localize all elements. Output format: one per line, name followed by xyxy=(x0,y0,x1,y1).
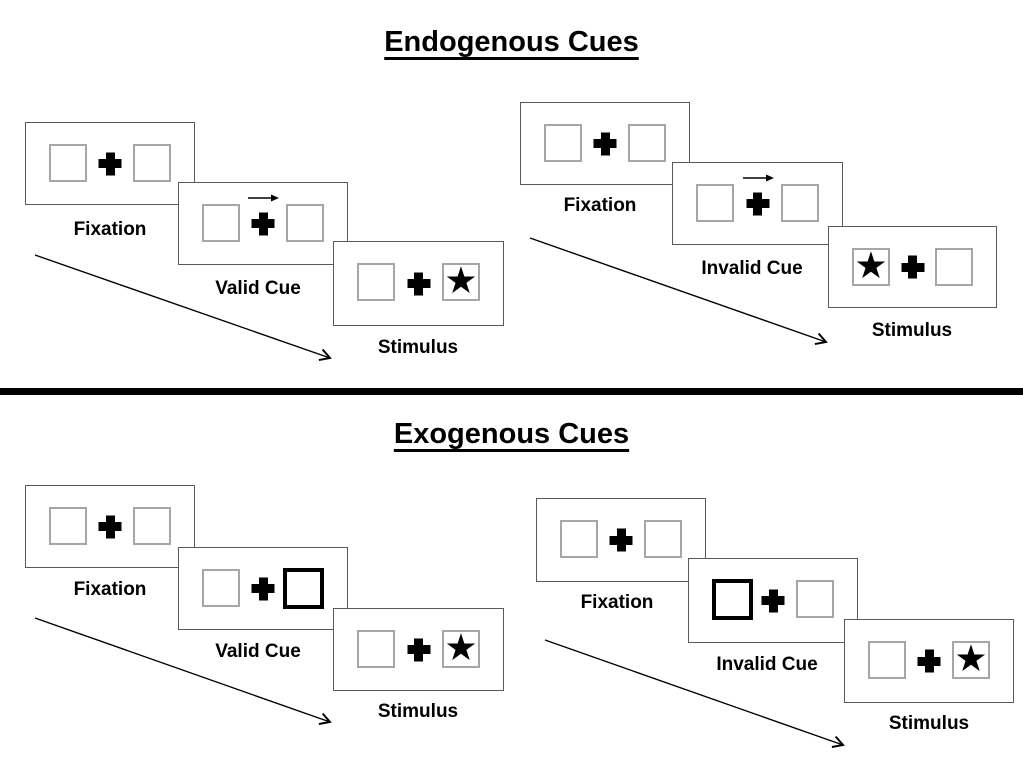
placeholder-box-right xyxy=(133,507,171,545)
step-label-stimulus: Stimulus xyxy=(871,320,953,341)
fixation-cross-icon xyxy=(762,589,785,612)
stimulus-panel: ★ xyxy=(844,619,1014,703)
placeholder-box-left xyxy=(357,263,395,301)
timeline-arrow-icon xyxy=(34,254,332,362)
placeholder-box-right xyxy=(935,248,973,286)
placeholder-box-left xyxy=(357,630,395,668)
peripheral-cue-box xyxy=(712,579,753,620)
placeholder-box-left xyxy=(544,124,582,162)
placeholder-box-left xyxy=(49,507,87,545)
step-label-stimulus: Stimulus xyxy=(377,337,459,358)
stimulus-panel: ★ xyxy=(333,241,504,326)
target-star-box: ★ xyxy=(852,244,890,287)
target-star-box: ★ xyxy=(952,637,990,680)
fixation-cross-icon xyxy=(99,515,122,538)
valid-cue-panel xyxy=(178,547,348,630)
exogenous-section-title: Exogenous Cues xyxy=(393,418,630,450)
stimulus-panel: ★ xyxy=(828,226,997,308)
placeholder-box-left xyxy=(696,184,734,222)
fixation-cross-icon xyxy=(594,132,617,155)
stimulus-panel: ★ xyxy=(333,608,504,691)
target-star-box: ★ xyxy=(442,626,480,669)
fixation-cross-icon xyxy=(407,272,430,295)
cue-arrow-right-icon xyxy=(248,194,279,202)
fixation-cross-icon xyxy=(901,256,924,279)
placeholder-box-right xyxy=(644,520,682,558)
valid-cue-panel xyxy=(178,182,348,265)
timeline-arrow-icon xyxy=(544,639,845,748)
fixation-cross-icon xyxy=(610,529,633,552)
fixation-cross-icon xyxy=(252,212,275,235)
fixation-cross-icon xyxy=(918,650,941,673)
step-label-fixation: Fixation xyxy=(73,579,147,600)
invalid-cue-panel xyxy=(672,162,843,245)
placeholder-box-left xyxy=(868,641,906,679)
fixation-cross-icon xyxy=(252,577,275,600)
placeholder-box-right xyxy=(628,124,666,162)
timeline-arrow-icon xyxy=(529,237,828,345)
fixation-cross-icon xyxy=(99,152,122,175)
fixation-cross-icon xyxy=(746,192,769,215)
star-icon: ★ xyxy=(444,626,478,669)
placeholder-box-right xyxy=(133,144,171,182)
section-divider xyxy=(0,388,1023,395)
fixation-panel xyxy=(536,498,706,582)
step-label-invalid-cue: Invalid Cue xyxy=(716,654,818,675)
step-label-valid-cue: Valid Cue xyxy=(215,278,301,299)
step-label-fixation: Fixation xyxy=(563,195,637,216)
fixation-panel xyxy=(520,102,690,185)
peripheral-cue-box xyxy=(283,568,324,609)
placeholder-box-left xyxy=(560,520,598,558)
star-icon: ★ xyxy=(854,244,888,287)
fixation-cross-icon xyxy=(407,638,430,661)
placeholder-box-left xyxy=(49,144,87,182)
placeholder-box-right xyxy=(781,184,819,222)
star-icon: ★ xyxy=(444,259,478,302)
placeholder-box-right xyxy=(286,204,324,242)
placeholder-box-left xyxy=(202,204,240,242)
fixation-panel xyxy=(25,485,195,568)
invalid-cue-panel xyxy=(688,558,858,643)
placeholder-box-left xyxy=(202,569,240,607)
step-label-invalid-cue: Invalid Cue xyxy=(701,258,803,279)
placeholder-box-right xyxy=(796,580,834,618)
step-label-stimulus: Stimulus xyxy=(888,713,970,734)
fixation-panel xyxy=(25,122,195,205)
step-label-fixation: Fixation xyxy=(580,592,654,613)
cue-arrow-right-icon xyxy=(742,174,774,182)
step-label-valid-cue: Valid Cue xyxy=(215,641,301,662)
step-label-stimulus: Stimulus xyxy=(377,701,459,722)
endogenous-section-title: Endogenous Cues xyxy=(384,26,639,58)
step-label-fixation: Fixation xyxy=(73,219,147,240)
star-icon: ★ xyxy=(954,637,988,680)
target-star-box: ★ xyxy=(442,259,480,302)
timeline-arrow-icon xyxy=(34,617,332,725)
